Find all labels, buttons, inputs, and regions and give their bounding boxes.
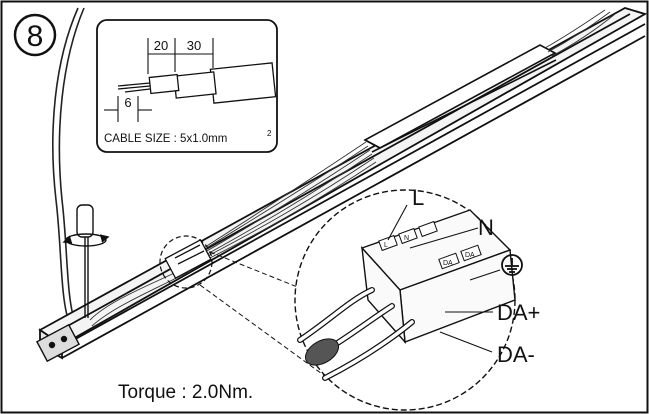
terminal-mark-da-1: DA — [443, 260, 453, 267]
screwdriver-icon — [62, 204, 110, 318]
cable-size-superscript: 2 — [267, 129, 272, 138]
strip-dim-6: 6 — [124, 95, 131, 110]
label-da-minus: DA- — [497, 342, 535, 367]
label-leaders — [387, 204, 501, 353]
torque-label: Torque : 2.0Nm. — [118, 382, 253, 403]
step-badge: 8 — [13, 13, 57, 57]
zoom-leader-top — [209, 251, 306, 291]
step-number: 8 — [27, 20, 44, 53]
zoom-origin-circle — [159, 235, 213, 289]
strip-dim-30: 30 — [187, 38, 201, 53]
wire-bundle — [89, 9, 616, 327]
cable-size-label: CABLE SIZE : 5x1.0mm — [104, 133, 227, 145]
connector-block — [164, 239, 212, 279]
strip-dim-20: 20 — [154, 38, 168, 53]
supply-cable — [52, 7, 79, 326]
label-live: L — [412, 185, 424, 210]
terminal-mark-n: N — [404, 235, 409, 242]
rail-cover — [363, 44, 557, 153]
cable-strip-inset: 20 30 6 CABLE SIZE : 5x1.0mm 2 — [96, 19, 278, 153]
terminal-mark-da-2: DA — [465, 252, 475, 259]
earth-ground-icon — [501, 254, 523, 276]
rail-end-cap — [35, 323, 81, 363]
label-da-plus: DA+ — [497, 300, 540, 325]
label-neutral: N — [478, 215, 494, 240]
terminal-mark-l: L — [384, 242, 388, 249]
terminal-detail-view: L N DA DA — [294, 189, 516, 411]
